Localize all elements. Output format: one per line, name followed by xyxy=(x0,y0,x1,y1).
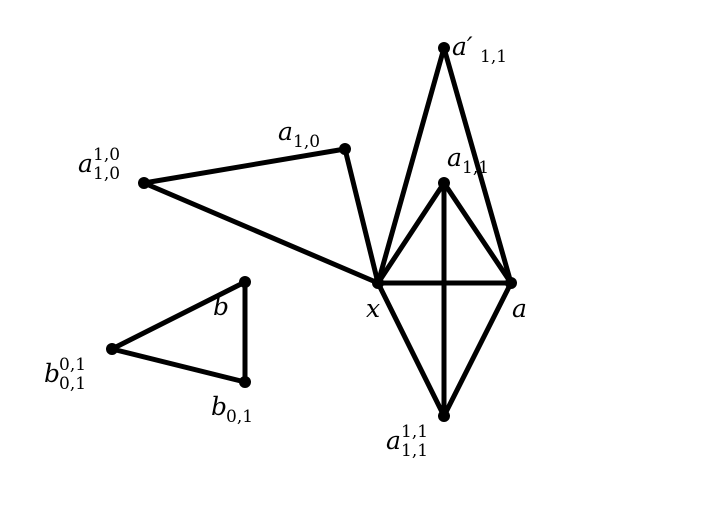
node-a10 xyxy=(339,143,351,155)
label-idx: 0,1 xyxy=(59,355,86,375)
node-label-a: a xyxy=(512,294,527,323)
label-idx: 0,1 xyxy=(226,407,253,427)
node-label-a10: a1,0 xyxy=(278,117,320,152)
node-b01_01 xyxy=(106,343,118,355)
node-a11_11 xyxy=(438,410,450,422)
node-a xyxy=(505,277,517,289)
node-label-b: b xyxy=(213,292,229,321)
label-base: a xyxy=(278,117,293,146)
edge-b-b01_01 xyxy=(109,279,248,352)
label-idx: 1,0 xyxy=(93,145,120,165)
node-label-x: x xyxy=(366,294,380,323)
label-base: b xyxy=(213,292,229,321)
edge-a11-a xyxy=(441,180,514,286)
label-idx: 1,1 xyxy=(401,441,428,461)
label-base: a xyxy=(386,426,401,455)
label-idx: 1,1 xyxy=(401,422,428,442)
edge-a-a11_11 xyxy=(441,280,514,419)
edge-a10_10-x xyxy=(141,180,381,286)
label-idx: 1,0 xyxy=(93,164,120,184)
node-b xyxy=(239,276,251,288)
edge-a11p-a xyxy=(441,45,514,286)
label-base: b xyxy=(44,359,60,388)
edge-x-a11p xyxy=(375,45,447,286)
label-idx: 1,0 xyxy=(293,132,320,152)
label-base: a′ xyxy=(452,32,473,61)
label-base: a xyxy=(447,143,462,172)
edge-a10_10-a10 xyxy=(141,146,348,186)
node-a11p xyxy=(438,42,450,54)
edge-b01_01-b01 xyxy=(109,346,248,385)
label-base: a xyxy=(78,149,93,178)
node-a10_10 xyxy=(138,177,150,189)
node-a11 xyxy=(438,177,450,189)
node-label-b01: b0,1 xyxy=(211,392,253,427)
node-label-a11p: a′ 1,1 xyxy=(452,32,507,67)
edge-x-a11 xyxy=(375,180,447,286)
node-x xyxy=(372,277,384,289)
label-base: b xyxy=(211,392,227,421)
edge-x-a11_11 xyxy=(375,280,447,419)
label-idx: 1,1 xyxy=(480,47,507,67)
label-base: a xyxy=(512,294,527,323)
node-b01 xyxy=(239,376,251,388)
edge-a10-x xyxy=(342,146,381,286)
label-base: x xyxy=(366,294,380,323)
label-idx: 1,1 xyxy=(462,158,489,178)
label-idx: 0,1 xyxy=(59,374,86,394)
node-label-a11: a1,1 xyxy=(447,143,489,178)
